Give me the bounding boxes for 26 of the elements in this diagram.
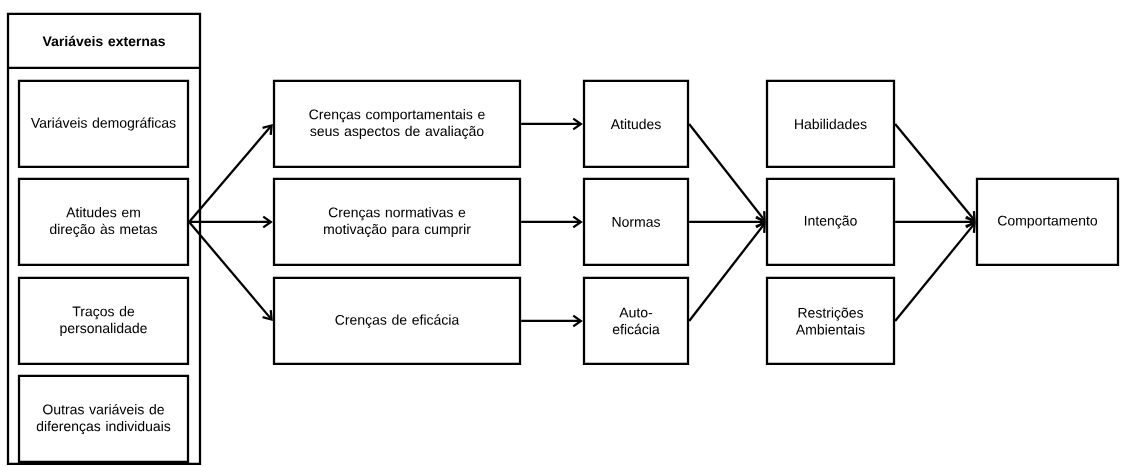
process-box: Traços de personalidade — [17, 276, 190, 366]
arrow — [521, 314, 583, 328]
process-box: Crenças de eficácia — [272, 276, 522, 366]
process-box: Auto-eficácia — [582, 276, 690, 366]
process-box: Comportamento — [975, 177, 1120, 267]
process-box: Atitudes — [582, 79, 690, 169]
arrow — [521, 215, 583, 229]
arrow — [189, 215, 273, 229]
arrow — [688, 123, 766, 222]
process-box: Outras variáveis de diferenças individuais — [17, 374, 190, 464]
process-box: Intenção — [765, 177, 896, 267]
process-box: Restrições Ambientais — [765, 276, 896, 366]
arrow — [521, 117, 583, 131]
arrow — [895, 215, 976, 229]
arrow — [188, 124, 273, 223]
arrow — [894, 123, 976, 222]
process-box: Atitudes em direção às metas — [17, 177, 190, 267]
arrow — [894, 222, 976, 322]
process-box: Crenças normativas e motivação para cumprir — [272, 177, 522, 267]
process-box: Variáveis demográficas — [17, 79, 190, 169]
process-box: Habilidades — [765, 79, 896, 169]
arrow — [689, 215, 766, 229]
process-box: Normas — [582, 177, 690, 267]
process-box: Crenças comportamentais e seus aspectos de avaliação — [272, 79, 522, 169]
arrow — [188, 221, 273, 321]
arrow — [688, 222, 766, 322]
